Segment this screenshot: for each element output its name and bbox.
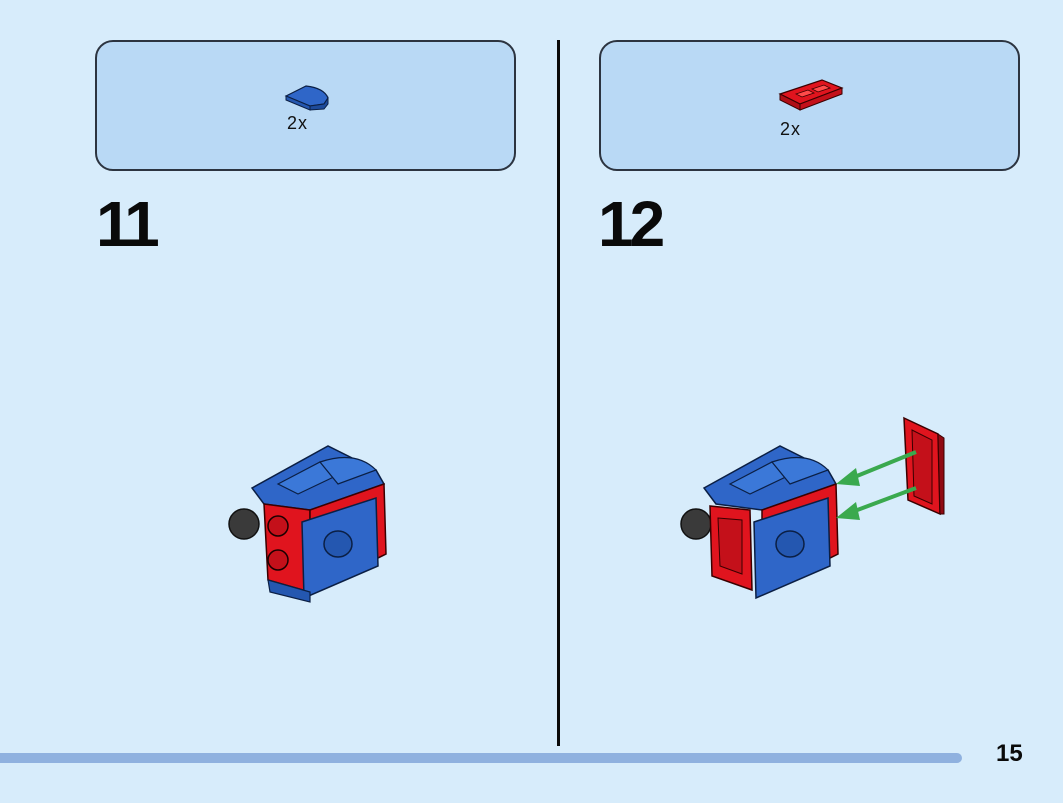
brick-assembly-step-11 [228, 445, 387, 603]
progress-bar [0, 753, 962, 763]
part-quantity-step-11: 2x [287, 113, 309, 133]
brick-assembly-step-12 [680, 416, 945, 600]
arrow-icon [836, 450, 917, 520]
step-number-11: 11 [96, 188, 160, 260]
blue-quarter-tile-icon [284, 85, 329, 111]
step-divider [557, 40, 560, 746]
step-number-12: 12 [598, 188, 665, 260]
red-jumper-plate-icon [778, 79, 844, 111]
part-quantity-step-12: 2x [780, 119, 802, 139]
page-number: 15 [996, 740, 1023, 767]
